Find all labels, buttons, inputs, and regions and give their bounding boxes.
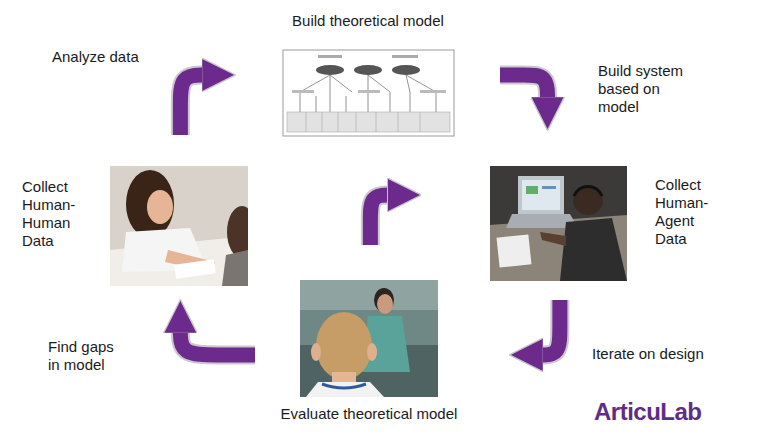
figure-line — [358, 90, 380, 93]
model-figure: Build theoretical model — [283, 50, 454, 136]
figure-band — [287, 112, 450, 132]
photo-background — [490, 166, 627, 281]
figure-ellipse — [392, 65, 420, 75]
photo-panel: Evaluate theoretical model — [300, 280, 438, 397]
node-caption: Evaluate theoretical model — [239, 405, 499, 423]
photo-hair — [227, 206, 248, 258]
photo-panel: Collect Human-Human Data — [110, 166, 248, 286]
photo-wall — [300, 280, 438, 310]
photo-laptop — [518, 176, 564, 214]
arrow-outline — [500, 75, 548, 100]
photo-boy-collar — [322, 384, 366, 388]
photo-boy-shirt — [306, 382, 384, 397]
node-caption: Collect Human-Human Data — [22, 178, 84, 250]
cycle-arrow — [500, 75, 548, 100]
step-label: Build system based on model — [598, 62, 698, 116]
arrow-outline — [180, 75, 205, 135]
photo-boy-hair — [316, 312, 372, 380]
photo-head — [573, 185, 603, 215]
arrow-outline — [370, 195, 390, 245]
photo-shoulder — [222, 250, 248, 286]
photo-torso — [560, 218, 627, 281]
figure-tree — [300, 75, 436, 112]
photo-screen — [522, 180, 560, 210]
node-caption: Collect Human-Agent Data — [655, 176, 717, 248]
photo-headphones — [574, 186, 602, 196]
human-agent-photo — [490, 166, 627, 281]
photo-arm — [540, 232, 566, 246]
figure-line — [292, 90, 314, 93]
photo-screen-item — [526, 186, 538, 194]
cycle-arrow — [370, 195, 390, 245]
figure-cells — [306, 112, 420, 132]
human-human-photo — [110, 166, 248, 286]
step-label: Iterate on design — [592, 345, 752, 363]
figure-line — [420, 90, 446, 93]
photo-screen-item — [542, 186, 556, 189]
photo-background — [110, 166, 248, 286]
figure-line — [318, 55, 342, 58]
cycle-arrow — [180, 75, 205, 135]
photo-boy-ear — [367, 343, 377, 361]
cycle-arrow — [180, 330, 255, 355]
figure-ellipse — [354, 65, 382, 75]
arrow-outline — [180, 330, 255, 355]
photo-boy-ear — [311, 343, 321, 361]
figure-frame — [283, 50, 454, 136]
figure-line — [392, 55, 418, 58]
photo-desk — [490, 215, 627, 281]
model-figure-art — [283, 50, 454, 136]
photo-background — [300, 280, 438, 397]
figure-ellipse — [316, 65, 344, 75]
step-label: Find gaps in model — [48, 338, 128, 374]
photo-paper — [497, 234, 532, 267]
evaluation-photo — [300, 280, 438, 397]
photo-hair — [126, 170, 174, 238]
photo-paper — [174, 259, 216, 278]
photo-agent-face — [377, 294, 393, 314]
step-label: Analyze data — [52, 48, 172, 66]
node-caption: Build theoretical model — [218, 12, 518, 30]
photo-panel: Collect Human-Agent Data — [490, 166, 627, 281]
cycle-arrow — [540, 300, 560, 355]
arrow-outline — [540, 300, 560, 355]
photo-face — [147, 190, 173, 224]
logo-text: ArticuLab — [594, 398, 702, 426]
